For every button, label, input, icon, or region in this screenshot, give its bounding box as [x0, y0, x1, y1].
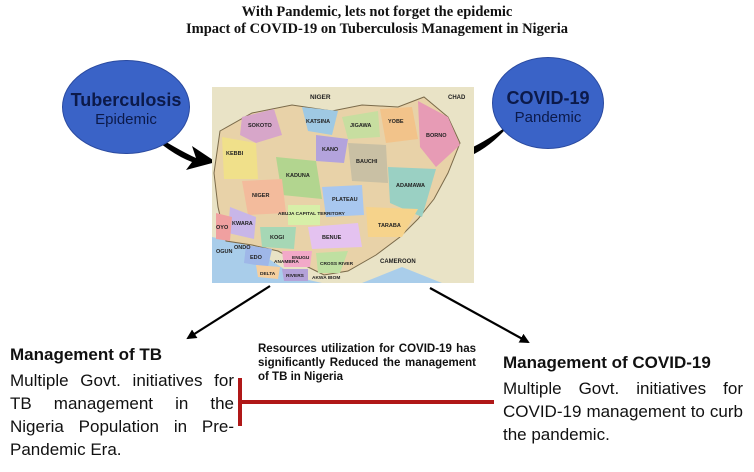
state-borno [418, 101, 460, 167]
covid-management-body: Multiple Govt. initiatives for COVID-19 … [503, 379, 743, 444]
state-katsina [302, 107, 338, 135]
map-label-kano: KANO [322, 147, 339, 153]
state-enugu [282, 251, 312, 267]
map-label-rivers: RIVERS [286, 273, 305, 279]
resource-utilization-note: Resources utilization for COVID-19 has s… [258, 343, 476, 383]
state-kano [316, 135, 348, 163]
map-label-delta: DELTA [260, 271, 276, 277]
nigeria-map: NIGER SOKOTO KATSINA JIGAWA YOBE BORNO K… [212, 87, 474, 283]
map-label-abuja: ABUJA CAPITAL TERRITORY [278, 211, 346, 217]
map-label-enugu: ENUGU [292, 255, 310, 261]
map-label-akwa-ibom: AKWA IBOM [312, 275, 340, 281]
map-label-cameroon: CAMEROON [380, 259, 416, 265]
state-kaduna [276, 157, 322, 199]
tb-to-map-arrow [140, 126, 216, 170]
map-label-ogun: OGUN [216, 249, 233, 255]
map-label-sokoto: SOKOTO [248, 123, 272, 129]
state-bauchi [348, 143, 388, 183]
header-line-2: Impact of COVID-19 on Tuberculosis Manag… [186, 21, 568, 37]
map-label-chad: CHAD [448, 95, 466, 101]
state-abuja [288, 205, 320, 225]
state-yobe [380, 107, 418, 143]
map-label-edo: EDO [250, 255, 263, 261]
map-label-benue: BENUE [322, 235, 342, 241]
map-label-niger-state: NIGER [252, 193, 269, 199]
state-edo [244, 245, 272, 267]
map-label-niger: NIGER [310, 94, 331, 101]
map-to-covid-arrow [429, 287, 530, 343]
map-label-oyo: OYO [216, 225, 229, 231]
map-label-kaduna: KADUNA [286, 173, 310, 179]
tuberculosis-subtitle: Epidemic [95, 111, 157, 128]
map-label-ondo: ONDO [234, 245, 251, 251]
map-label-adamawa: ADAMAWA [396, 183, 425, 189]
covid-management-title: Management of COVID-19 [503, 353, 711, 372]
map-label-borno: BORNO [426, 133, 447, 139]
covid-bubble: COVID-19 Pandemic [492, 57, 604, 149]
header-line-1: With Pandemic, lets not forget the epide… [241, 4, 513, 20]
tuberculosis-bubble: Tuberculosis Epidemic [62, 60, 190, 154]
map-label-katsina: KATSINA [306, 119, 330, 125]
state-cross-river [316, 251, 348, 273]
state-adamawa [388, 167, 436, 217]
state-delta [256, 265, 280, 279]
map-to-tb-arrow [186, 285, 271, 340]
tuberculosis-title: Tuberculosis [70, 90, 182, 110]
map-label-cross-river: CROSS RIVER [320, 261, 354, 267]
state-jigawa [342, 111, 380, 139]
state-sokoto [240, 109, 282, 143]
map-label-kwara: KWARA [232, 221, 253, 227]
covid-subtitle: Pandemic [514, 109, 582, 126]
map-label-taraba: TARABA [378, 223, 401, 229]
state-plateau [322, 185, 364, 217]
covid-title: COVID-19 [506, 88, 590, 108]
map-label-anambra: ANAMBRA [274, 259, 299, 265]
map-label-kebbi: KEBBI [226, 151, 244, 157]
state-rivers [282, 269, 308, 281]
map-label-bauchi: BAUCHI [356, 159, 378, 165]
tb-management-title: Management of TB [10, 345, 163, 364]
tb-management-body: Multiple Govt. initiatives for TB manage… [10, 371, 234, 459]
map-label-yobe: YOBE [388, 119, 404, 125]
state-taraba [366, 207, 418, 237]
map-label-jigawa: JIGAWA [350, 123, 371, 129]
map-label-plateau: PLATEAU [332, 197, 358, 203]
state-benue [308, 223, 362, 249]
map-label-kogi: KOGI [270, 235, 285, 241]
state-oyo [216, 213, 232, 241]
state-kogi [260, 227, 296, 249]
state-niger [242, 179, 286, 215]
state-kebbi [222, 137, 258, 179]
state-kwara [228, 207, 256, 239]
sea-area-east [362, 267, 442, 283]
